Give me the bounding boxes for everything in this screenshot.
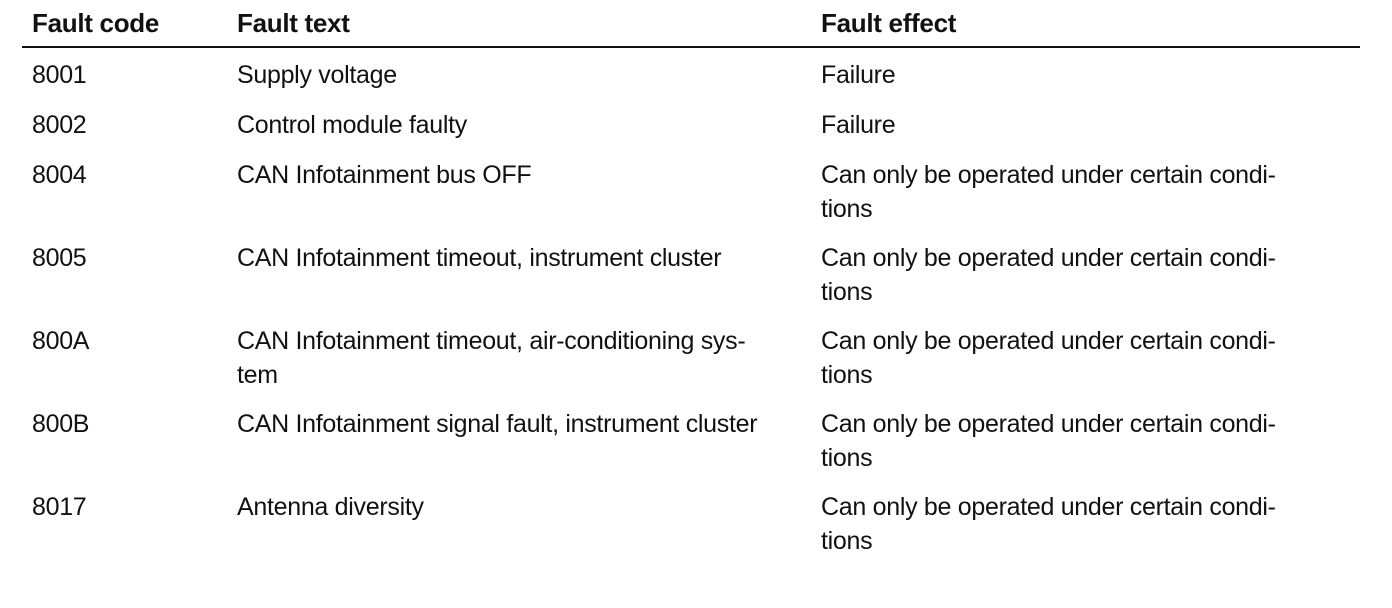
table-header-row: Fault code Fault text Fault effect [22,0,1360,48]
fault-effect-cell: Can only be operated under certain condi… [821,161,1276,223]
fault-effect-cell: Can only be operated under certain condi… [821,327,1276,389]
fault-text-cell: CAN Infotainment timeout, air-conditioni… [237,327,746,389]
fault-text-cell: Supply voltage [237,61,397,89]
fault-text-cell: CAN Infotainment signal fault, instrumen… [237,410,758,438]
fault-text-cell: Antenna diversity [237,493,424,521]
fault-code-cell: 8017 [32,493,87,521]
table-row: 800A CAN Infotainment timeout, air-condi… [22,324,1360,407]
table-row: 8001 Supply voltage Failure [22,58,1360,108]
fault-code-cell: 800B [32,410,90,438]
table-row: 8004 CAN Infotainment bus OFF Can only b… [22,158,1360,241]
fault-effect-cell: Can only be operated under certain condi… [821,493,1276,555]
table-row: 8002 Control module faulty Failure [22,108,1360,158]
fault-code-cell: 8005 [32,244,87,272]
fault-text-cell: CAN Infotainment bus OFF [237,161,532,189]
fault-code-cell: 8004 [32,161,87,189]
fault-code-cell: 8001 [32,61,87,89]
fault-code-cell: 800A [32,327,90,355]
fault-effect-cell: Can only be operated under certain condi… [821,410,1276,472]
header-fault-text: Fault text [237,8,350,38]
header-fault-effect: Fault effect [821,8,957,38]
fault-effect-cell: Can only be operated under certain condi… [821,244,1276,306]
fault-table: Fault code Fault text Fault effect 8001 … [22,0,1360,573]
table-row: 8005 CAN Infotainment timeout, instrumen… [22,241,1360,324]
fault-text-cell: CAN Infotainment timeout, instrument clu… [237,244,722,272]
fault-text-cell: Control module faulty [237,111,467,139]
table-row: 800B CAN Infotainment signal fault, inst… [22,407,1360,490]
fault-code-cell: 8002 [32,111,87,139]
fault-effect-cell: Failure [821,61,896,89]
fault-effect-cell: Failure [821,111,896,139]
table-row: 8017 Antenna diversity Can only be opera… [22,490,1360,573]
header-fault-code: Fault code [32,8,160,38]
